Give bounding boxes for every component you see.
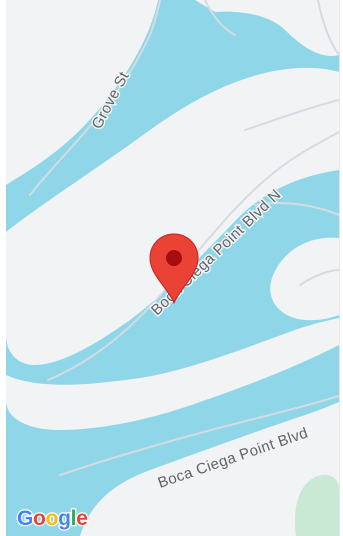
land-area-northeast [195, 0, 339, 56]
road-lines [29, 0, 339, 476]
park-area [294, 474, 339, 536]
land-island-east [270, 237, 339, 321]
google-logo: Google [17, 507, 88, 530]
peninsula-main [6, 67, 339, 366]
land-area-south [6, 318, 339, 430]
road-island-loop [299, 269, 339, 286]
map-view[interactable]: Grove St Boca Ciega Point Blvd N Boca Ci… [6, 0, 340, 536]
map-pin-icon[interactable] [149, 233, 199, 305]
road-grove-st [29, 0, 161, 196]
road-boca-ciega-point-blvd-n [47, 131, 339, 381]
land-area-bottom [80, 402, 339, 536]
road-north-top-b [317, 0, 339, 56]
road-north-branch [244, 99, 339, 131]
road-boca-ciega-point-blvd [59, 395, 339, 476]
map-canvas[interactable]: Grove St Boca Ciega Point Blvd N Boca Ci… [6, 0, 339, 536]
map-pin-dot-icon [166, 250, 182, 266]
land-area-north [6, 0, 158, 185]
road-north-top-a [204, 0, 236, 36]
road-side-spur [254, 202, 339, 216]
